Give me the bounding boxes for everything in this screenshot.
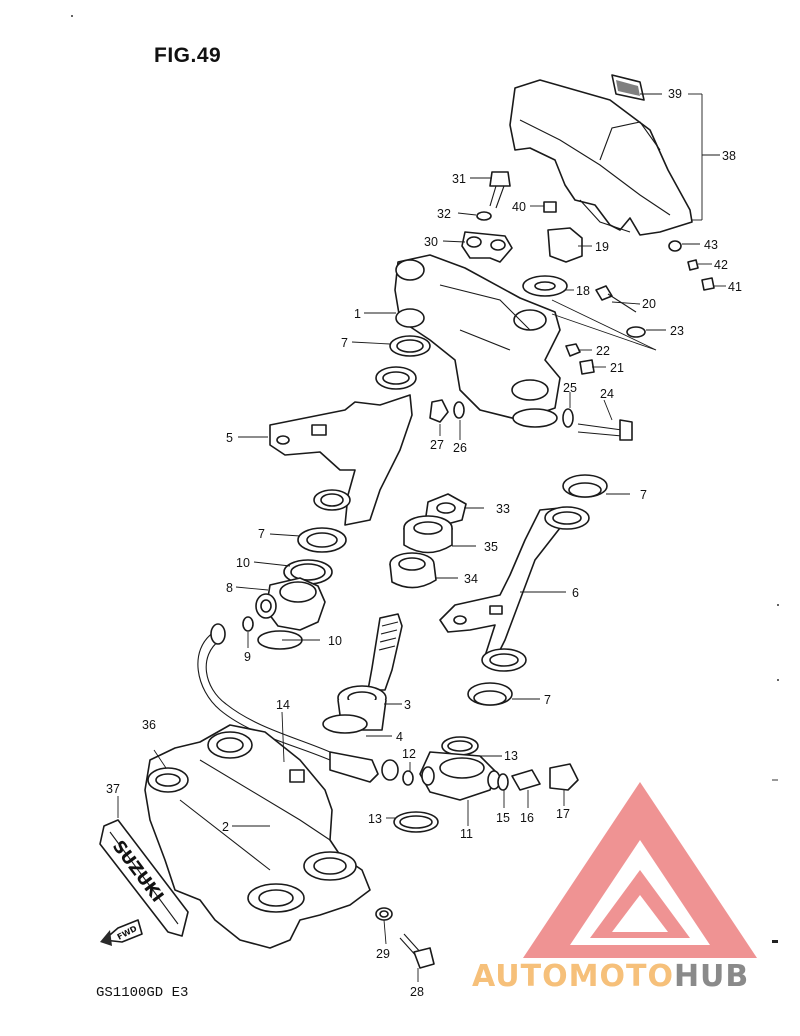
part-label-7a: 7 bbox=[341, 336, 348, 350]
part-label-15: 15 bbox=[496, 811, 510, 825]
part-label-1: 1 bbox=[354, 307, 361, 321]
model-code: GS1100GD E3 bbox=[96, 985, 189, 1001]
housing-8 bbox=[242, 577, 326, 650]
part-label-23: 23 bbox=[670, 324, 684, 338]
fwd-arrow-icon: FWD bbox=[100, 919, 143, 946]
part-label-26: 26 bbox=[453, 441, 467, 455]
part-label-5: 5 bbox=[226, 431, 233, 445]
part-label-29: 29 bbox=[376, 947, 390, 961]
part-label-11: 11 bbox=[460, 827, 473, 841]
svg-text:AUTOMOTOHUB: AUTOMOTOHUB bbox=[472, 959, 749, 994]
part-label-43: 43 bbox=[704, 238, 718, 252]
brake-hose bbox=[197, 623, 414, 786]
figure-title: FIG.49 bbox=[154, 44, 222, 67]
part-label-7c: 7 bbox=[258, 527, 265, 541]
reflector-bracket bbox=[439, 507, 576, 661]
part-label-35: 35 bbox=[484, 540, 498, 554]
part-label-32: 32 bbox=[437, 207, 451, 221]
part-label-34: 34 bbox=[464, 572, 478, 586]
bolt-28 bbox=[375, 907, 435, 969]
part-label-8: 8 bbox=[226, 581, 233, 595]
part-label-19: 19 bbox=[595, 240, 609, 254]
part-label-17: 17 bbox=[556, 807, 570, 821]
watermark-part1: AUTO bbox=[472, 959, 569, 994]
upper-bracket bbox=[394, 254, 561, 428]
part-label-24: 24 bbox=[600, 387, 614, 401]
part-label-13a: 13 bbox=[504, 749, 518, 763]
part-label-30: 30 bbox=[424, 235, 438, 249]
hose-joint bbox=[393, 736, 579, 833]
part-label-18: 18 bbox=[576, 284, 590, 298]
lower-bracket bbox=[144, 724, 371, 949]
part-label-40: 40 bbox=[512, 200, 526, 214]
bearing-stack bbox=[389, 493, 467, 589]
part-label-36: 36 bbox=[142, 718, 156, 732]
part-label-2: 2 bbox=[222, 820, 229, 834]
seals-left bbox=[283, 335, 431, 585]
part-label-12: 12 bbox=[402, 747, 416, 761]
scan-specks bbox=[71, 15, 779, 943]
bolt-31 bbox=[476, 171, 511, 221]
part-label-9: 9 bbox=[244, 650, 251, 664]
watermark-part2: MOTO bbox=[569, 959, 674, 994]
part-label-25: 25 bbox=[563, 381, 577, 395]
seals-right bbox=[467, 474, 608, 706]
part-label-13b: 13 bbox=[368, 812, 382, 826]
part-label-38: 38 bbox=[722, 149, 736, 163]
part-label-42: 42 bbox=[714, 258, 728, 272]
part-label-4: 4 bbox=[396, 730, 403, 744]
part-label-27: 27 bbox=[430, 438, 444, 452]
part-label-37: 37 bbox=[106, 782, 120, 796]
part-label-39: 39 bbox=[668, 87, 682, 101]
part-label-20: 20 bbox=[642, 297, 656, 311]
part-label-10b: 10 bbox=[328, 634, 342, 648]
watermark-logo: AUTOMOTOHUB bbox=[472, 782, 757, 994]
part-label-7d: 7 bbox=[544, 693, 551, 707]
part-label-33: 33 bbox=[496, 502, 510, 516]
part-label-41: 41 bbox=[728, 280, 742, 294]
part-number-labels: 39 38 31 32 40 30 19 43 42 41 18 20 23 1… bbox=[106, 87, 742, 999]
part-label-6: 6 bbox=[572, 586, 579, 600]
part-label-21: 21 bbox=[610, 361, 624, 375]
part-label-16: 16 bbox=[520, 811, 534, 825]
part-label-7b: 7 bbox=[640, 488, 647, 502]
watermark-part3: HUB bbox=[674, 959, 749, 994]
part-label-22: 22 bbox=[596, 344, 610, 358]
leader-lines bbox=[117, 93, 726, 982]
stem-nut bbox=[522, 227, 583, 297]
part-label-14: 14 bbox=[276, 698, 290, 712]
part-label-10a: 10 bbox=[236, 556, 250, 570]
steering-stem bbox=[322, 613, 403, 734]
pinch-bolts bbox=[565, 285, 646, 375]
part-label-28: 28 bbox=[410, 985, 424, 999]
handlebar-cover bbox=[509, 74, 693, 236]
handlebar-holder bbox=[461, 231, 513, 263]
lamp-bracket bbox=[269, 394, 413, 526]
part-label-3: 3 bbox=[404, 698, 411, 712]
part-label-31: 31 bbox=[452, 172, 466, 186]
bolt-24 bbox=[429, 399, 633, 441]
small-fasteners bbox=[668, 240, 715, 291]
